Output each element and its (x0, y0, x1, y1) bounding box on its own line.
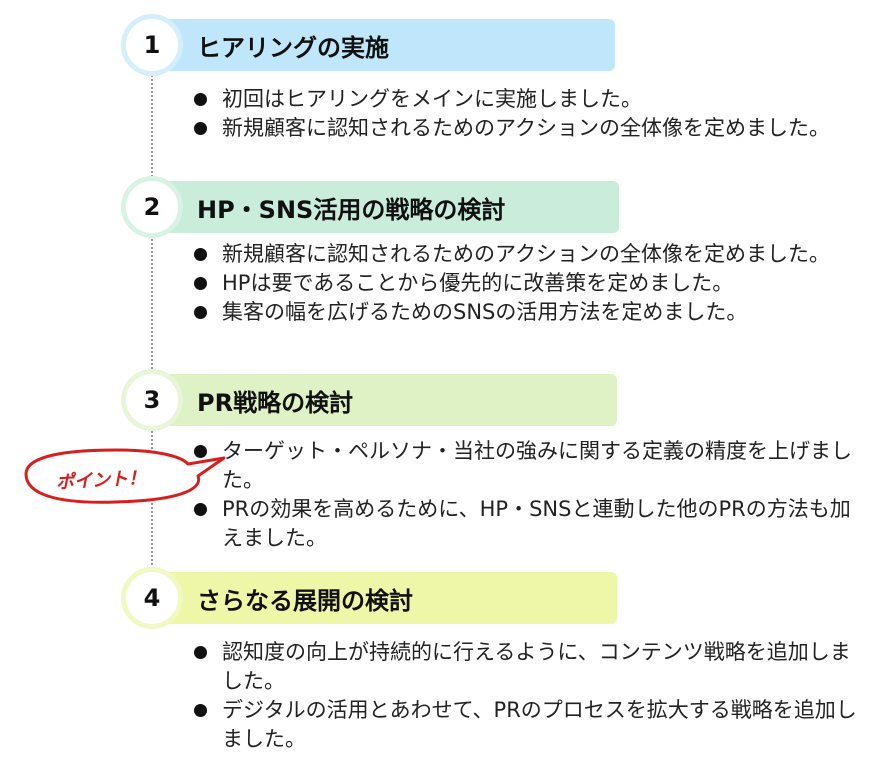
list-item: デジタルの活用とあわせて、PRのプロセスを拡大する戦略を追加しました。 (192, 696, 857, 754)
step-2-number: 2 (121, 176, 183, 238)
step-1-title: ヒアリングの実施 (197, 33, 389, 62)
list-item: 認知度の向上が持続的に行えるように、コンテンツ戦略を追加しました。 (192, 638, 857, 696)
step-4-title: さらなる展開の検討 (197, 586, 413, 615)
list-item: ターゲット・ペルソナ・当社の強みに関する定義の精度を上げました。 (192, 437, 857, 495)
step-2-bar: HP・SNS活用の戦略の検討 (153, 181, 619, 233)
point-callout: ポイント！ (24, 448, 226, 504)
callout-text: ポイント！ (56, 468, 147, 494)
step-1-bullets: 初回はヒアリングをメインに実施しました。 新規顧客に認知されるためのアクションの… (192, 85, 857, 143)
step-2-title: HP・SNS活用の戦略の検討 (197, 195, 506, 224)
step-1-bar: ヒアリングの実施 (153, 19, 615, 71)
list-item: PRの効果を高めるために、HP・SNSと連動した他のPRの方法も加えました。 (192, 495, 857, 553)
step-3-number: 3 (121, 369, 183, 431)
timeline-connector (151, 60, 153, 600)
step-4-bullets: 認知度の向上が持続的に行えるように、コンテンツ戦略を追加しました。 デジタルの活… (192, 638, 857, 754)
step-4-bar: さらなる展開の検討 (153, 572, 617, 624)
list-item: 集客の幅を広げるためのSNSの活用方法を定めました。 (192, 298, 857, 327)
list-item: 初回はヒアリングをメインに実施しました。 (192, 85, 857, 114)
step-1-number: 1 (121, 14, 183, 76)
list-item: 新規顧客に認知されるためのアクションの全体像を定めました。 (192, 114, 857, 143)
step-3-bullets: ターゲット・ペルソナ・当社の強みに関する定義の精度を上げました。 PRの効果を高… (192, 437, 857, 553)
step-4-number: 4 (121, 567, 183, 629)
list-item: 新規顧客に認知されるためのアクションの全体像を定めました。 (192, 240, 857, 269)
callout-bubble (24, 448, 226, 504)
step-3-bar: PR戦略の検討 (153, 374, 617, 426)
step-3-title: PR戦略の検討 (197, 388, 354, 417)
list-item: HPは要であることから優先的に改善策を定めました。 (192, 269, 857, 298)
step-2-bullets: 新規顧客に認知されるためのアクションの全体像を定めました。 HPは要であることか… (192, 240, 857, 327)
